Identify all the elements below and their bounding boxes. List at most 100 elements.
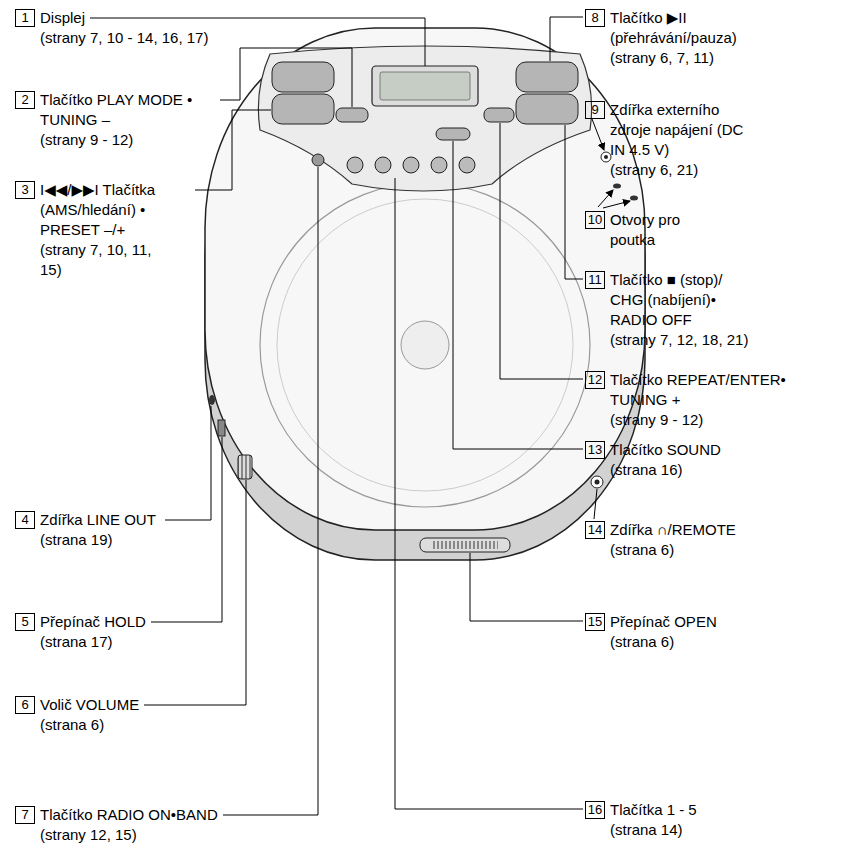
part-name: Tlačítko PLAY MODE • TUNING – [40, 90, 215, 130]
part-name: Tlačítko REPEAT/ENTER• TUNING + [610, 370, 810, 410]
leader-line [592, 119, 604, 150]
callout: 15 Přepínač OPEN(strana 6) [585, 612, 845, 652]
part-name: Tlačítka 1 - 5 [610, 800, 697, 820]
leader-line [453, 141, 583, 449]
leader-line [598, 190, 613, 207]
callout-text: Tlačítko PLAY MODE • TUNING –(strany 9 -… [40, 90, 265, 150]
callout: 10 Otvory pro poutka [585, 210, 845, 250]
callout: 13Tlačítko SOUND(strana 16) [585, 440, 845, 480]
part-name: Tlačítko RADIO ON•BAND [40, 805, 218, 825]
dc-in-jack [601, 152, 611, 162]
preset-button [375, 157, 391, 173]
repeat-button [484, 108, 514, 122]
callout: 8Tlačítko ▶II (přehrávání/pauza)(strany … [585, 8, 845, 68]
part-name: Zdířka LINE OUT (strana 19) [40, 510, 160, 550]
lid-hub [401, 321, 449, 369]
callout-text: Tlačítko SOUND(strana 16) [610, 440, 845, 480]
page-reference: (strany 6, 7, 11) [610, 48, 845, 68]
callout: 4 Zdířka LINE OUT (strana 19) [15, 510, 265, 550]
callout: 9Zdířka externího zdroje napájení (DC IN… [585, 100, 845, 180]
callout-number: 3 [15, 181, 35, 199]
callout: 11Tlačítko ■ (stop)/ CHG (nabíjení)• RAD… [585, 270, 845, 350]
callout-text: Tlačítka 1 - 5(strana 14) [610, 800, 845, 840]
stop-button [516, 94, 578, 124]
leader-line [395, 178, 583, 809]
lid-ring [260, 183, 590, 507]
page-reference: (strany 7, 10 - 14, 16, 17) [40, 28, 265, 48]
radio-on-button [312, 154, 324, 166]
leader-line [151, 437, 222, 622]
open-slider-grip [432, 541, 498, 549]
callout-number: 12 [585, 371, 605, 389]
callout: 2Tlačítko PLAY MODE • TUNING –(strany 9 … [15, 90, 265, 150]
callout-text: Volič VOLUME(strana 6) [40, 695, 265, 735]
strap-hole [613, 184, 621, 189]
sound-button [436, 128, 470, 140]
leader-line [220, 48, 352, 107]
callout-number: 15 [585, 613, 605, 631]
leader-line [470, 553, 583, 621]
strap-hole [630, 196, 638, 201]
callout-number: 7 [15, 806, 35, 824]
headphone-jack [591, 476, 603, 488]
page-reference: (strany 6, 21) [610, 160, 845, 180]
leader-line [165, 406, 211, 520]
callout-text: Přepínač OPEN(strana 6) [610, 612, 845, 652]
part-name: Tlačítko ▶II (přehrávání/pauza) [610, 8, 755, 48]
part-name: Volič VOLUME [40, 695, 139, 715]
preset-button [431, 157, 447, 173]
callout-text: Zdířka ∩/REMOTE(strana 6) [610, 520, 845, 560]
page-reference: (strana 6) [610, 632, 845, 652]
callout-number: 5 [15, 613, 35, 631]
page-reference: (strana 17) [40, 632, 265, 652]
part-name: Zdířka ∩/REMOTE [610, 520, 736, 540]
part-name: Displej [40, 8, 85, 28]
callout: 5 Přepínač HOLD(strana 17) [15, 612, 265, 652]
page-reference: (strany 7, 12, 18, 21) [610, 330, 845, 350]
display [372, 66, 478, 106]
callout: 1Displej(strany 7, 10 - 14, 16, 17) [15, 8, 265, 48]
player-top [205, 28, 645, 530]
page-reference: (strana 14) [610, 820, 845, 840]
leader-line [550, 17, 583, 61]
callout-number: 9 [585, 101, 605, 119]
preset-button [403, 157, 419, 173]
hold-switch [218, 420, 225, 436]
play-mode-button [336, 108, 368, 122]
leader-line [594, 489, 597, 519]
callout-number: 4 [15, 511, 35, 529]
leader-line [500, 123, 583, 379]
callout-number: 6 [15, 696, 35, 714]
play-button [516, 62, 578, 92]
part-name: Přepínač HOLD [40, 612, 146, 632]
callout-number: 16 [585, 801, 605, 819]
leader-line [223, 167, 318, 815]
leader-line [195, 110, 271, 190]
callout-text: Tlačítko REPEAT/ENTER• TUNING +(strany 9… [610, 370, 845, 430]
callout-text: Tlačítko ■ (stop)/ CHG (nabíjení)• RADIO… [610, 270, 845, 350]
page-reference: (strany 9 - 12) [40, 130, 265, 150]
callout: 3 I◀◀/▶▶I Tlačítka (AMS/hledání) • PRESET… [15, 180, 265, 280]
lid-inner-ring [277, 199, 573, 491]
page-reference: (strany 9 - 12) [610, 410, 845, 430]
part-name: Otvory pro poutka [610, 210, 700, 250]
part-name: Tlačítko ■ (stop)/ CHG (nabíjení)• RADIO… [610, 270, 755, 330]
dc-in-jack-hole [604, 155, 608, 159]
callout-number: 10 [585, 211, 605, 229]
part-name: Přepínač OPEN [610, 612, 717, 632]
leader-line [144, 480, 246, 705]
part-name: Tlačítko SOUND [610, 440, 721, 460]
page-reference: (strana 6) [40, 715, 265, 735]
callout-text: Tlačítko RADIO ON•BAND(strany 12, 15) [40, 805, 265, 845]
open-slider [420, 538, 510, 552]
page-reference: (strana 6) [610, 540, 845, 560]
preset-button [347, 157, 363, 173]
callout: 6 Volič VOLUME(strana 6) [15, 695, 265, 735]
volume-wheel [238, 455, 252, 479]
control-panel [258, 46, 591, 191]
part-name: I◀◀/▶▶I Tlačítka (AMS/hledání) • PRESET … [40, 180, 190, 240]
callout-text: I◀◀/▶▶I Tlačítka (AMS/hledání) • PRESET … [40, 180, 265, 280]
page-reference: (strany 12, 15) [40, 825, 265, 845]
display-screen [380, 72, 470, 100]
line-out-jack [209, 395, 215, 405]
